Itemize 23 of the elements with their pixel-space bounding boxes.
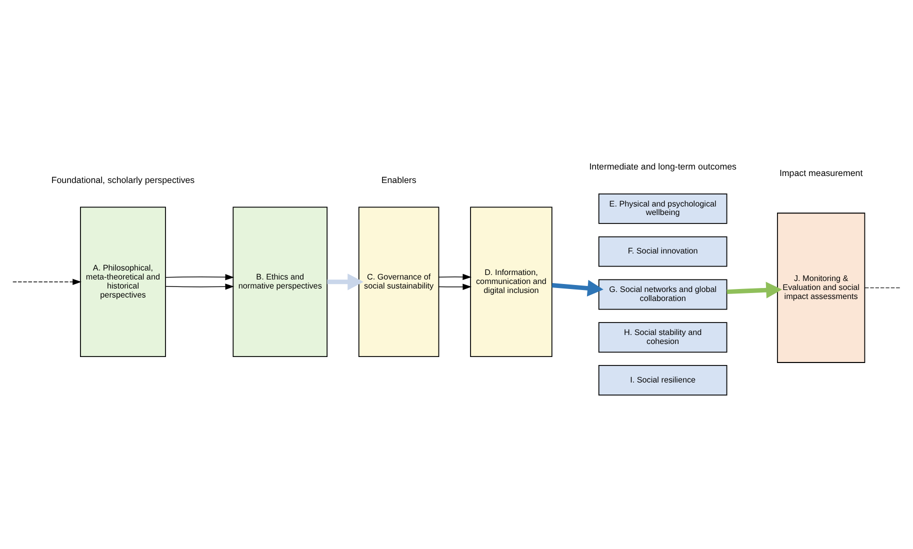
- node-box: D. Information, communication and digital inclusion: [470, 206, 552, 358]
- node-box: I. Social resilience: [598, 365, 728, 396]
- arrow: [552, 280, 604, 297]
- node-box: B. Ethics and normative perspectives: [232, 206, 328, 358]
- node-box: A. Philosophical, meta-theoretical and historical perspectives: [80, 206, 166, 358]
- arrow: [12, 278, 82, 285]
- arrow: [165, 274, 234, 280]
- arrow: [726, 282, 782, 298]
- arrow: [165, 284, 234, 290]
- arrow: [438, 284, 472, 290]
- arrow: [438, 274, 472, 280]
- node-box: G. Social networks and global collaboration: [598, 279, 728, 310]
- label: Enablers: [381, 174, 416, 185]
- label: Impact measurement: [779, 168, 863, 178]
- connector: [864, 287, 901, 288]
- node-box: E. Physical and psychological wellbeing: [598, 193, 728, 224]
- label: Intermediate and long-term outcomes: [589, 162, 736, 172]
- node-box: F. Social innovation: [598, 236, 728, 267]
- label: Foundational, scholarly perspectives: [51, 174, 195, 185]
- node-box: J. Monitoring & Evaluation and social impact assessments: [777, 212, 866, 363]
- arrow: [327, 274, 364, 290]
- node-box: H. Social stability and cohesion: [598, 322, 728, 353]
- node-box: C. Governance of social sustainability: [358, 206, 440, 358]
